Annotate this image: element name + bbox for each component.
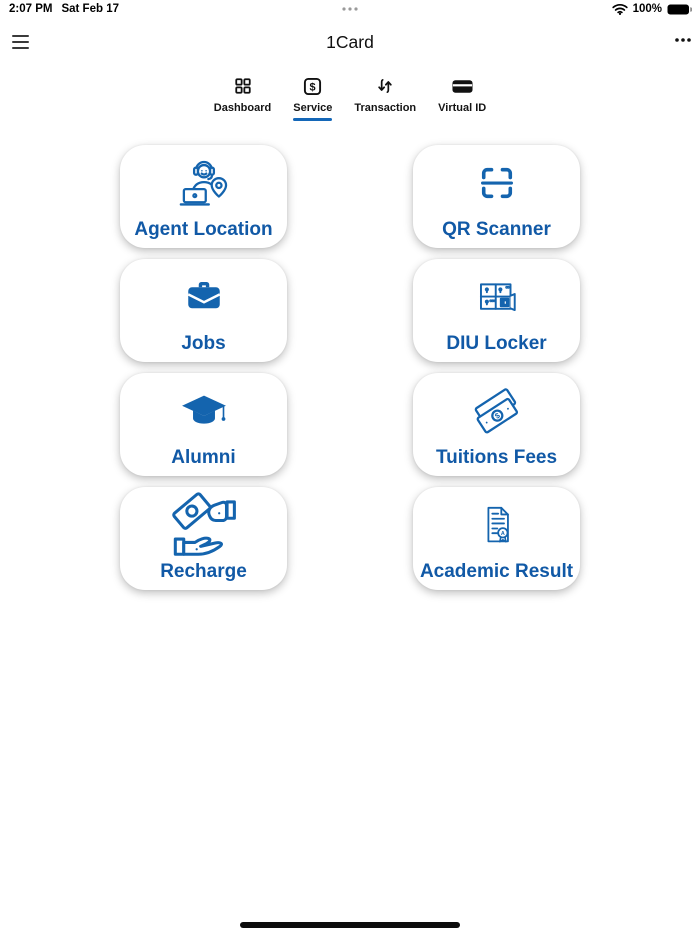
hands-money-icon (120, 487, 287, 562)
banknote-icon: $ (413, 373, 580, 448)
qr-scanner-icon (413, 145, 580, 220)
status-bar: 2:07 PM Sat Feb 17 100% (0, 0, 700, 20)
more-options-button[interactable] (675, 38, 691, 42)
service-card-label: Recharge (160, 561, 247, 582)
locker-icon (413, 259, 580, 334)
service-card-label: DIU Locker (446, 333, 547, 354)
service-card-label: Alumni (171, 447, 236, 468)
active-tab-indicator (293, 118, 333, 121)
service-card-jobs[interactable]: Jobs (120, 259, 287, 362)
battery-icon (667, 4, 692, 15)
tab-label: Transaction (354, 102, 417, 114)
service-card-tuitions-fees[interactable]: $ Tuitions Fees (413, 373, 580, 476)
result-document-icon: A (413, 487, 580, 562)
svg-text:$: $ (310, 81, 316, 93)
service-card-label: Academic Result (419, 561, 574, 582)
service-card-agent-location[interactable]: Agent Location (120, 145, 287, 248)
service-card-academic-result[interactable]: A Academic Result (413, 487, 580, 590)
menu-button[interactable] (12, 35, 29, 49)
tab-transaction[interactable]: Transaction (354, 68, 416, 121)
multitask-dots-icon (342, 7, 358, 11)
service-card-recharge[interactable]: Recharge (120, 487, 287, 590)
services-grid: Agent Location QR Scanner (120, 145, 580, 590)
ellipsis-icon (675, 38, 691, 42)
tab-label: Service (293, 102, 333, 114)
tab-virtual-id[interactable]: Virtual ID (438, 68, 486, 121)
service-card-label: Tuitions Fees (435, 447, 558, 468)
battery-percent-label: 100% (632, 3, 662, 15)
id-card-icon (452, 76, 473, 96)
wifi-icon (611, 3, 628, 15)
home-indicator[interactable] (240, 922, 460, 928)
service-card-diu-locker[interactable]: DIU Locker (413, 259, 580, 362)
service-card-alumni[interactable]: Alumni (120, 373, 287, 476)
service-card-label: QR Scanner (442, 219, 551, 240)
svg-text:$: $ (493, 410, 502, 420)
tab-service[interactable]: $ Service (293, 68, 333, 121)
tab-label: Dashboard (213, 102, 272, 114)
date-label: Sat Feb 17 (61, 3, 119, 15)
service-card-label: Agent Location (134, 219, 273, 240)
agent-location-icon (120, 145, 287, 220)
tab-dashboard[interactable]: Dashboard (214, 68, 271, 121)
dashboard-grid-icon (234, 76, 252, 96)
graduation-cap-icon (120, 373, 287, 448)
dollar-square-icon: $ (303, 76, 322, 96)
swap-arrows-icon (376, 76, 394, 96)
tab-label: Virtual ID (438, 102, 487, 114)
briefcase-icon (120, 259, 287, 334)
service-card-label: Jobs (181, 333, 226, 354)
tab-bar: Dashboard $ Service Transactio (0, 68, 700, 121)
svg-text:A: A (500, 530, 504, 536)
nav-bar: 1Card (0, 28, 700, 60)
page-title: 1Card (326, 32, 374, 52)
service-card-qr-scanner[interactable]: QR Scanner (413, 145, 580, 248)
clock-label: 2:07 PM (9, 3, 53, 15)
